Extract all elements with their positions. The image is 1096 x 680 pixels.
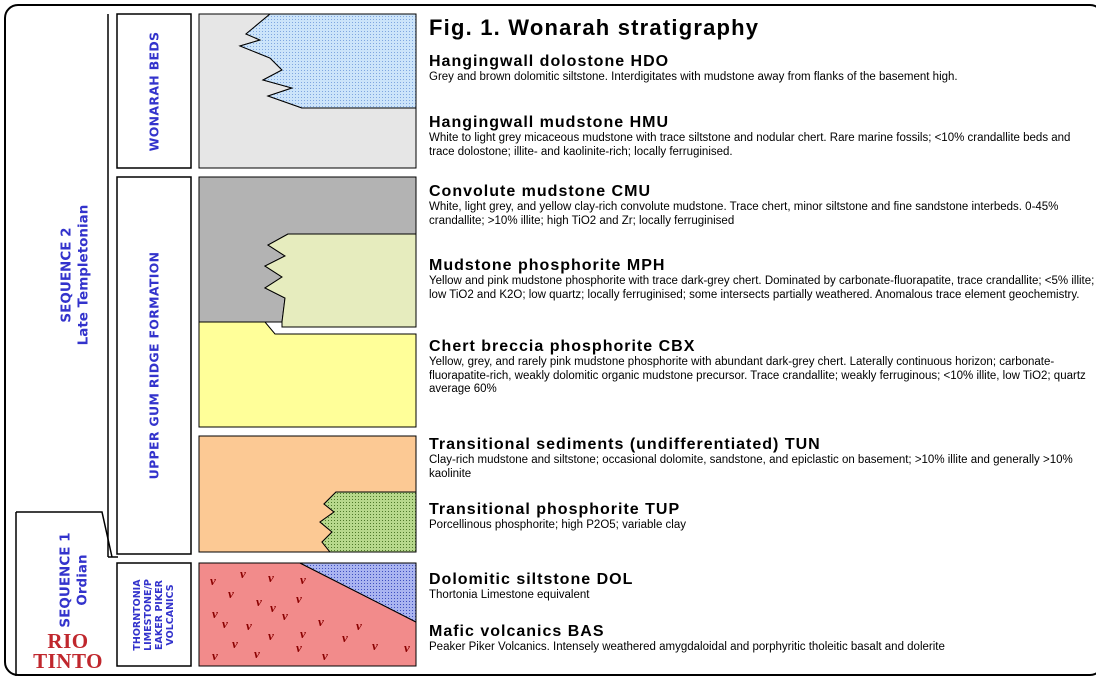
unit-tup (320, 492, 416, 552)
unit-entry-tun: Transitional sediments (undifferentiated… (429, 435, 1096, 481)
unit-name: Transitional sediments (undifferentiated… (429, 435, 1096, 454)
unit-entry-mph: Mudstone phosphorite MPH Yellow and pink… (429, 256, 1096, 302)
unit-name: Transitional phosphorite TUP (429, 500, 1096, 519)
volcanic-v-symbol: v (228, 586, 234, 601)
unit-name: Chert breccia phosphorite CBX (429, 337, 1096, 356)
volcanic-v-symbol: v (232, 636, 238, 651)
volcanic-v-symbol: v (372, 638, 378, 653)
unit-description: Grey and brown dolomitic siltstone. Inte… (429, 71, 989, 85)
unit-description: Peaker Piker Volcanics. Intensely weathe… (429, 641, 1096, 655)
volcanic-v-symbol: v (270, 600, 276, 615)
volcanic-v-symbol: v (342, 630, 348, 645)
volcanic-v-symbol: v (296, 591, 302, 606)
volcanic-v-symbol: v (212, 648, 218, 663)
volcanic-v-symbol: v (246, 618, 252, 633)
unit-entry-dol: Dolomitic siltstone DOL Thortonia Limest… (429, 570, 1096, 603)
volcanic-v-symbol: v (222, 616, 228, 631)
volcanic-v-symbol: v (254, 646, 260, 661)
unit-description: Yellow and pink mudstone phosphorite wit… (429, 275, 1096, 302)
unit-description: Clay-rich mudstone and siltstone; occasi… (429, 454, 1096, 481)
volcanic-v-symbol: v (256, 594, 262, 609)
volcanic-v-symbol: v (356, 618, 362, 633)
volcanic-v-symbol: v (282, 608, 288, 623)
volcanic-v-symbol: v (300, 572, 306, 587)
unit-entry-hdo: Hangingwall dolostone HDO Grey and brown… (429, 52, 1096, 85)
figure-title: Fig. 1. Wonarah stratigraphy (429, 15, 759, 41)
volcanic-v-symbol: v (296, 640, 302, 655)
volcanic-v-symbol: v (318, 614, 324, 629)
unit-name: Convolute mudstone CMU (429, 182, 1096, 201)
rio-tinto-logo: RIO TINTO (18, 631, 118, 671)
formation-label-wonarah: WONARAH BEDS (117, 14, 191, 168)
volcanic-v-symbol: v (300, 626, 306, 641)
volcanic-v-symbol: v (404, 640, 410, 655)
volcanic-v-symbol: v (212, 606, 218, 621)
unit-name: Hangingwall mudstone HMU (429, 113, 1096, 132)
unit-description: Porcellinous phosphorite; high P2O5; var… (429, 519, 1096, 533)
unit-entry-bas: Mafic volcanics BAS Peaker Piker Volcani… (429, 622, 1096, 655)
unit-entry-cbx: Chert breccia phosphorite CBX Yellow, gr… (429, 337, 1096, 397)
volcanic-v-symbol: v (210, 573, 216, 588)
unit-entry-cmu: Convolute mudstone CMU White, light grey… (429, 182, 1096, 228)
volcanic-v-symbol: v (268, 628, 274, 643)
unit-name: Hangingwall dolostone HDO (429, 52, 1096, 71)
unit-description: Thortonia Limestone equivalent (429, 589, 1096, 603)
unit-cbx (199, 322, 416, 427)
volcanic-v-symbol: v (268, 570, 274, 585)
unit-entry-tup: Transitional phosphorite TUP Porcellinou… (429, 500, 1096, 533)
unit-name: Mafic volcanics BAS (429, 622, 1096, 641)
unit-description: White, light grey, and yellow clay-rich … (429, 201, 1096, 228)
unit-entry-hmu: Hangingwall mudstone HMU White to light … (429, 113, 1096, 159)
volcanic-v-symbol: v (240, 566, 246, 581)
unit-description: White to light grey micaceous mudstone w… (429, 132, 1096, 159)
formation-label-thorntonia: THORNTONIA LIMESTONE/P EAKER PIKER VOLCA… (117, 563, 191, 666)
unit-name: Mudstone phosphorite MPH (429, 256, 1096, 275)
volcanic-v-symbol: v (322, 648, 328, 663)
unit-description: Yellow, grey, and rarely pink mudstone p… (429, 356, 1096, 397)
unit-mph (265, 234, 416, 327)
unit-name: Dolomitic siltstone DOL (429, 570, 1096, 589)
formation-label-gum-ridge: UPPER GUM RIDGE FORMATION (117, 177, 191, 554)
